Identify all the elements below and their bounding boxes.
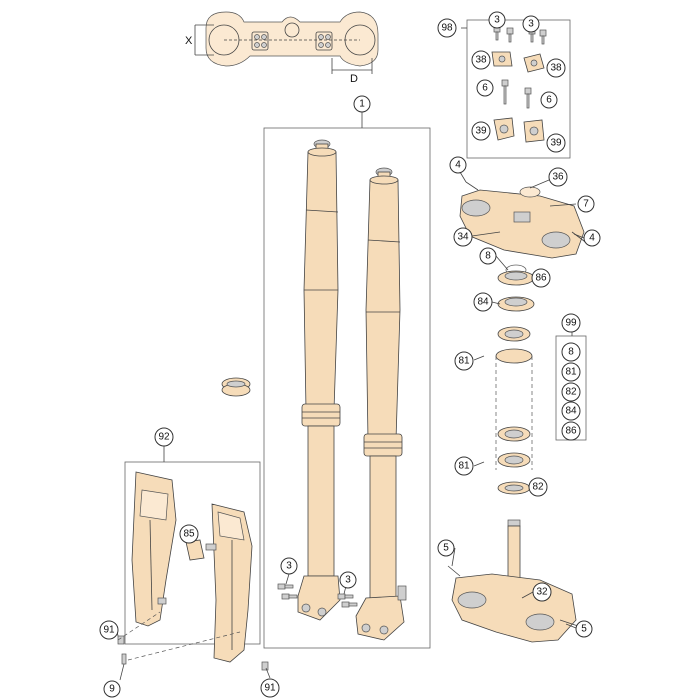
callout-3: 3	[522, 15, 540, 33]
kit-99-item: 82	[561, 382, 581, 402]
svg-text:81: 81	[458, 356, 470, 367]
callout-1: 1	[353, 95, 371, 113]
svg-text:8: 8	[568, 347, 574, 358]
loose-ring	[221, 377, 251, 397]
svg-text:86: 86	[565, 426, 577, 437]
callout-6: 6	[476, 79, 494, 97]
svg-text:91: 91	[103, 625, 115, 636]
callout-82: 82	[528, 477, 548, 497]
svg-text:84: 84	[565, 406, 577, 417]
top-clamp-dimension-drawing: X D	[185, 11, 379, 85]
callout-3: 3	[339, 571, 357, 589]
svg-text:4: 4	[589, 233, 595, 244]
svg-text:6: 6	[546, 95, 552, 106]
callout-4: 4	[583, 229, 601, 247]
callout-81: 81	[454, 456, 474, 476]
lower-triple-clamp	[447, 519, 579, 643]
svg-text:34: 34	[457, 232, 469, 243]
callout-5: 5	[437, 539, 455, 557]
svg-text:7: 7	[583, 199, 589, 210]
callout-38: 38	[546, 58, 566, 78]
svg-text:91: 91	[264, 683, 276, 694]
callout-81: 81	[454, 351, 474, 371]
svg-text:82: 82	[532, 482, 544, 493]
svg-text:4: 4	[455, 160, 461, 171]
callout-32: 32	[532, 582, 552, 602]
svg-text:84: 84	[477, 297, 489, 308]
callout-85: 85	[179, 524, 199, 544]
fork-foot-bolts	[277, 583, 358, 608]
kit-98-frame	[466, 19, 571, 159]
dimension-d-label: D	[350, 73, 358, 85]
kit-99-item: 84	[561, 401, 581, 421]
svg-text:99: 99	[565, 318, 577, 329]
callout-84: 84	[473, 292, 493, 312]
left-fork-leg	[297, 139, 341, 621]
callout-38: 38	[471, 50, 491, 70]
svg-text:81: 81	[565, 367, 577, 378]
svg-text:5: 5	[443, 543, 449, 554]
svg-text:92: 92	[158, 432, 170, 443]
svg-text:5: 5	[581, 624, 587, 635]
svg-text:85: 85	[183, 529, 195, 540]
right-fork-leg	[355, 167, 407, 641]
callout-6: 6	[540, 91, 558, 109]
fork-assembly-frame	[263, 127, 431, 649]
callout-5: 5	[575, 620, 593, 638]
upper-triple-clamp	[459, 181, 589, 259]
svg-text:39: 39	[550, 138, 562, 149]
callout-36: 36	[548, 167, 568, 187]
svg-text:81: 81	[458, 461, 470, 472]
svg-text:38: 38	[475, 55, 487, 66]
kit-99-item: 86	[561, 421, 581, 441]
svg-text:38: 38	[550, 63, 562, 74]
callout-99: 99	[561, 313, 581, 333]
svg-text:39: 39	[475, 126, 487, 137]
callout-4: 4	[449, 156, 467, 174]
callout-34: 34	[453, 227, 473, 247]
callout-39: 39	[546, 133, 566, 153]
svg-text:3: 3	[345, 575, 351, 586]
callout-91: 91	[99, 620, 119, 640]
svg-text:6: 6	[482, 83, 488, 94]
callout-9: 9	[103, 680, 121, 698]
callout-3: 3	[488, 11, 506, 29]
callout-7: 7	[577, 195, 595, 213]
svg-text:36: 36	[552, 172, 564, 183]
fork-guards	[117, 471, 269, 671]
svg-text:82: 82	[565, 387, 577, 398]
kit-98-parts	[491, 25, 547, 143]
bearing-parts	[495, 264, 535, 495]
kit-99-item: 8	[561, 342, 581, 362]
callout-98: 98	[437, 18, 457, 38]
callout-92: 92	[154, 427, 174, 447]
svg-text:3: 3	[528, 19, 534, 30]
callout-3: 3	[280, 557, 298, 575]
callout-8: 8	[479, 247, 497, 265]
svg-text:32: 32	[536, 587, 548, 598]
svg-text:8: 8	[485, 251, 491, 262]
dimension-x-label: X	[185, 35, 193, 47]
callout-39: 39	[471, 121, 491, 141]
svg-text:3: 3	[286, 561, 292, 572]
callout-86: 86	[531, 268, 551, 288]
svg-text:86: 86	[535, 273, 547, 284]
svg-text:98: 98	[441, 23, 453, 34]
svg-text:3: 3	[494, 15, 500, 26]
svg-text:1: 1	[359, 99, 365, 110]
leader-lines	[115, 27, 585, 681]
svg-text:9: 9	[109, 684, 115, 695]
callout-91: 91	[260, 678, 280, 698]
kit-99-item: 81	[561, 362, 581, 382]
